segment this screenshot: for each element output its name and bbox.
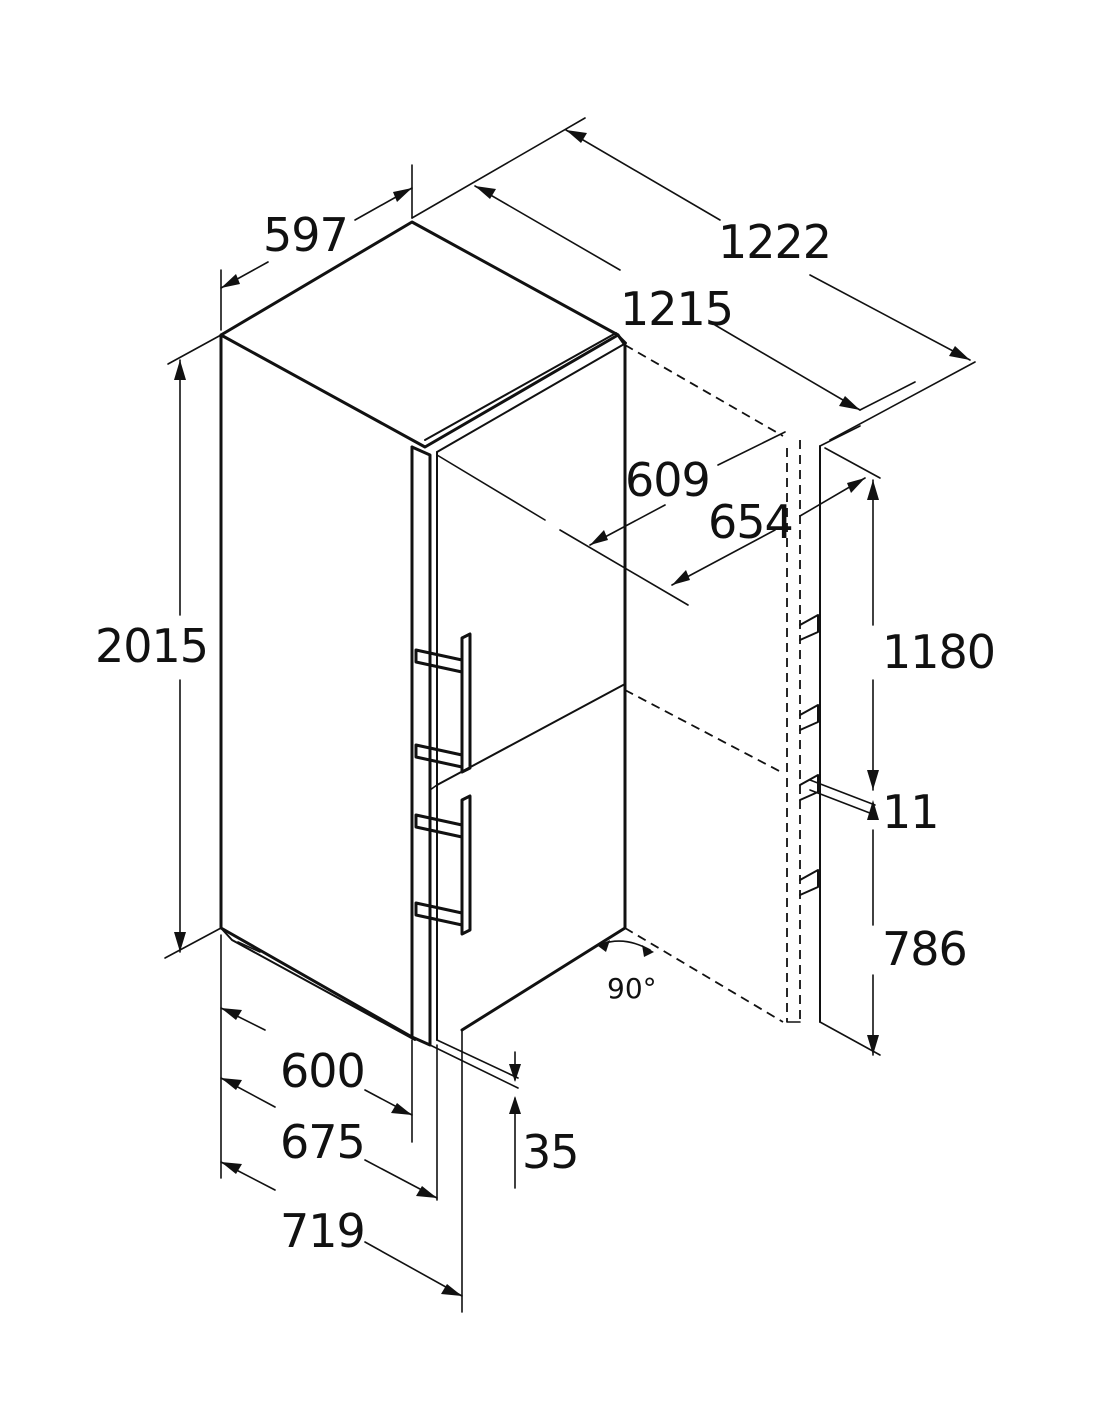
label-654: 654 — [708, 495, 793, 549]
dim-height: 2015 — [95, 334, 222, 959]
fridge-door — [410, 332, 627, 1047]
label-786: 786 — [882, 922, 967, 976]
door-handle-upper — [414, 632, 472, 774]
label-35: 35 — [522, 1125, 579, 1179]
door-handle-lower — [414, 794, 472, 936]
open-door-outline — [624, 344, 821, 1023]
label-600: 600 — [280, 1044, 365, 1098]
dim-depth-inner: 1215 — [474, 185, 916, 411]
label-609: 609 — [625, 453, 710, 507]
dim-depth-overall: 1222 — [411, 117, 976, 441]
dim-door-offset: 35 — [429, 1039, 580, 1189]
label-597: 597 — [263, 208, 348, 262]
label-719: 719 — [280, 1204, 365, 1258]
label-1215: 1215 — [620, 282, 733, 336]
angle-label: 90° — [607, 972, 657, 1005]
label-675: 675 — [280, 1115, 365, 1169]
dim-depth-bottom: 600 675 719 — [220, 934, 463, 1313]
door-angle-marker: 90° — [598, 940, 657, 1005]
label-1222: 1222 — [718, 215, 831, 269]
dim-width-top: 597 — [220, 164, 413, 331]
dim-side-right: 1180 11 786 — [809, 425, 996, 1056]
label-2015: 2015 — [95, 619, 208, 673]
label-1180: 1180 — [882, 625, 995, 679]
dim-door-open: 609 654 — [436, 431, 866, 606]
label-11: 11 — [882, 785, 939, 839]
